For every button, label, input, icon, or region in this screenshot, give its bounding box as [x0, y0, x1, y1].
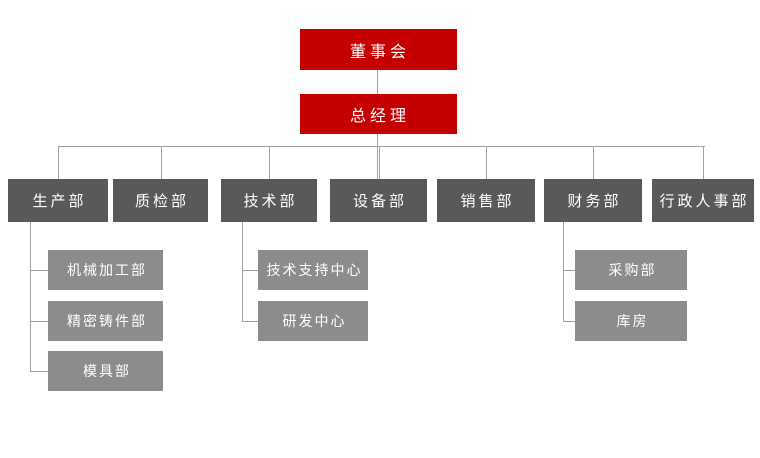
connector-stub-to-subdepartment — [30, 371, 48, 372]
org-node-subdepartment: 库房 — [575, 301, 687, 341]
connector-stub-to-subdepartment — [563, 321, 575, 322]
connector-rail-to-department — [161, 146, 162, 180]
org-node-subdepartment: 机械加工部 — [48, 250, 163, 290]
connector-stub-to-subdepartment — [242, 270, 258, 271]
connector-department-rail — [58, 146, 705, 147]
connector-board-to-manager — [377, 70, 378, 94]
connector-stub-to-subdepartment — [242, 321, 258, 322]
connector-rail-to-department — [593, 146, 594, 180]
org-node-board-of-directors: 董事会 — [300, 29, 457, 70]
org-node-department: 财务部 — [544, 179, 642, 222]
connector-stub-to-subdepartment — [30, 321, 48, 322]
connector-rail-to-department — [703, 146, 704, 180]
connector-rail-to-department — [269, 146, 270, 180]
connector-department-drop — [242, 222, 243, 322]
connector-rail-to-department — [58, 146, 59, 180]
org-node-subdepartment: 模具部 — [48, 351, 163, 391]
org-node-subdepartment: 研发中心 — [258, 301, 368, 341]
connector-rail-to-department — [486, 146, 487, 180]
connector-department-drop — [563, 222, 564, 322]
connector-department-drop — [30, 222, 31, 372]
org-node-department: 生产部 — [8, 179, 108, 222]
org-node-department: 设备部 — [330, 179, 427, 222]
connector-stub-to-subdepartment — [563, 270, 575, 271]
connector-rail-to-department — [379, 146, 380, 180]
org-node-department: 质检部 — [113, 179, 208, 222]
org-node-department: 技术部 — [221, 179, 317, 222]
org-node-subdepartment: 技术支持中心 — [258, 250, 368, 290]
org-node-department: 销售部 — [437, 179, 535, 222]
org-node-subdepartment: 采购部 — [575, 250, 687, 290]
org-node-general-manager: 总经理 — [300, 94, 457, 134]
org-node-department: 行政人事部 — [652, 179, 754, 222]
connector-manager-drop — [377, 134, 378, 179]
org-node-subdepartment: 精密铸件部 — [48, 301, 163, 341]
connector-stub-to-subdepartment — [30, 270, 48, 271]
